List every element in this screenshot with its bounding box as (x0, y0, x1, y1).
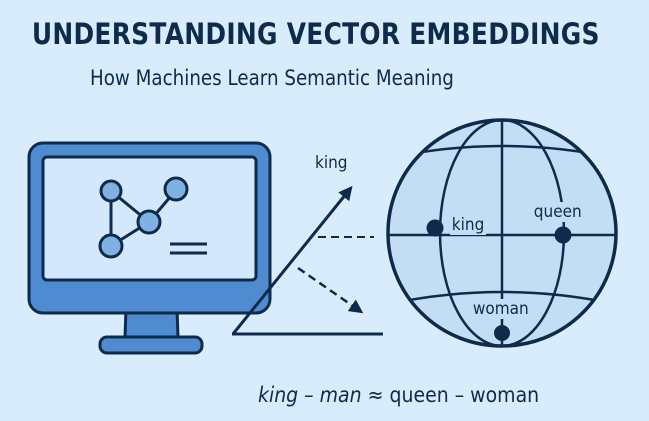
page-subtitle: How Machines Learn Semantic Meaning (90, 66, 454, 90)
vector-diagram (231, 185, 383, 336)
equation-minus: – (298, 383, 320, 407)
equation-man: man (319, 383, 362, 407)
monitor-icon (27, 141, 272, 355)
equation-approx: ≈ (361, 383, 390, 407)
equation-king: king (258, 383, 299, 407)
globe-label-king: king (450, 215, 487, 235)
equation-rhs: queen – woman (389, 383, 540, 407)
page-title: UNDERSTANDING VECTOR EMBEDDINGS (31, 17, 600, 51)
globe-label-queen: queen (532, 202, 584, 222)
queen-point (554, 226, 572, 244)
dashed-arrow (297, 266, 364, 314)
globe-label-woman: woman (472, 299, 530, 319)
king-vector-arrow (231, 185, 353, 335)
king-point (426, 219, 444, 237)
globe-icon (386, 118, 618, 348)
network-graph-icon (98, 176, 207, 259)
woman-point (494, 325, 510, 341)
analogy-equation: king – man ≈ queen – woman (258, 383, 539, 407)
vector-label-king: king (315, 153, 348, 173)
